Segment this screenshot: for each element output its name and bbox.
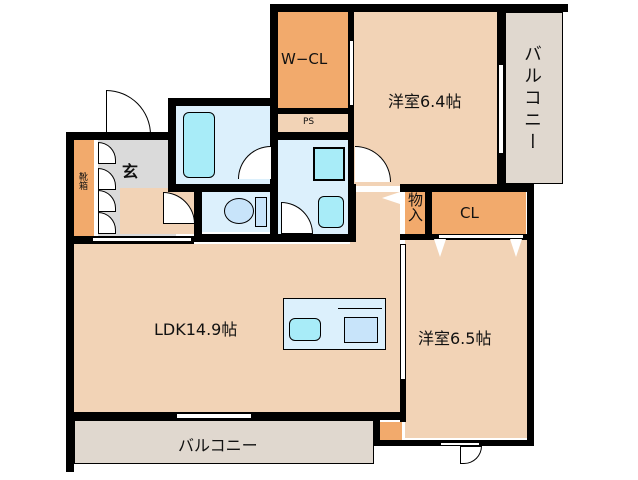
walk-in-closet-label: W−CL xyxy=(281,50,328,68)
wall xyxy=(278,132,350,140)
meter-box xyxy=(380,422,402,440)
storage-label: 物入 xyxy=(406,192,424,222)
pipe-space xyxy=(278,114,350,132)
western-room-6-5 xyxy=(405,240,527,438)
balcony-bottom-label: バルコニー xyxy=(178,436,258,455)
wall xyxy=(425,192,432,238)
wall xyxy=(527,184,534,446)
western-room-6-4-label: 洋室6.4帖 xyxy=(388,92,462,111)
washbasin-icon xyxy=(313,147,345,181)
wall xyxy=(400,184,534,192)
wall xyxy=(66,132,74,472)
counter-line xyxy=(338,308,382,309)
closet-door-arrow-icon xyxy=(510,239,522,257)
shoe-cabinet-label: 靴箱 xyxy=(77,172,87,190)
walk-in-closet xyxy=(278,12,350,108)
wall xyxy=(194,234,356,242)
wall xyxy=(194,184,202,242)
toilet-tank-icon xyxy=(255,197,267,227)
storage-door-arrow-icon xyxy=(382,192,400,204)
window[interactable] xyxy=(438,234,524,239)
wall xyxy=(168,98,176,192)
window[interactable] xyxy=(92,237,192,242)
wall xyxy=(270,136,278,242)
closet-door-arrow-icon xyxy=(434,239,446,257)
wall xyxy=(278,108,350,114)
window[interactable] xyxy=(176,413,252,419)
closet-label: CL xyxy=(460,204,479,222)
wall xyxy=(400,380,406,422)
window[interactable] xyxy=(498,64,504,154)
wall xyxy=(176,184,278,192)
window[interactable] xyxy=(400,244,406,380)
bathtub-icon xyxy=(183,112,215,178)
pipe-space-label: PS xyxy=(303,117,315,127)
wall xyxy=(374,412,380,446)
wall xyxy=(270,4,278,136)
balcony-right-label: バルコニー xyxy=(521,44,542,154)
balcony-door[interactable] xyxy=(460,446,482,464)
window[interactable] xyxy=(349,40,354,106)
entrance-label: 玄 xyxy=(122,162,139,181)
shoe-cabinet xyxy=(74,140,94,236)
balcony-right xyxy=(505,12,563,184)
stove-icon xyxy=(344,317,378,343)
toilet-icon xyxy=(224,198,254,224)
western-room-6-5-label: 洋室6.5帖 xyxy=(418,329,492,348)
washing-machine-icon xyxy=(318,196,344,228)
wall xyxy=(168,98,276,106)
wall xyxy=(270,4,568,12)
balcony-bottom xyxy=(74,420,374,464)
ldk-label: LDK14.9帖 xyxy=(154,320,238,339)
wall xyxy=(348,184,356,242)
storage-closet xyxy=(405,192,425,238)
sink-icon xyxy=(289,318,321,341)
closet xyxy=(432,192,526,234)
wall xyxy=(66,132,176,140)
entrance-door[interactable] xyxy=(106,90,151,135)
